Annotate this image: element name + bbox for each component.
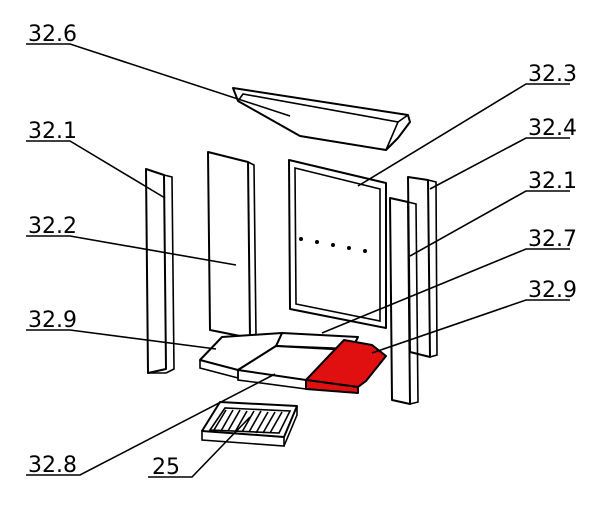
- label-32-9-right: 32.9: [528, 278, 577, 303]
- leader-32-2: [26, 235, 237, 266]
- label-32-1-right: 32.1: [528, 169, 577, 194]
- leader-32-8: [26, 373, 276, 476]
- leader-32-3: [357, 83, 570, 187]
- part-25-grate-tray[interactable]: [201, 401, 298, 447]
- label-32-2: 32.2: [28, 214, 77, 239]
- label-32-3: 32.3: [528, 62, 577, 87]
- label-32-9-left: 32.9: [28, 308, 77, 333]
- part-32-2-rear-left-brick[interactable]: [207, 151, 257, 339]
- part-32-3-back-wall-brick[interactable]: [288, 159, 387, 329]
- leader-25: [148, 416, 251, 478]
- label-32-8: 32.8: [28, 453, 77, 478]
- leader-32-6: [26, 43, 291, 117]
- label-32-6: 32.6: [28, 22, 77, 47]
- leader-32-9-right: [371, 299, 570, 354]
- leader-32-1-left: [26, 140, 166, 199]
- part-32-4-rear-right-brick[interactable]: [407, 176, 438, 358]
- part-labels: 32.6 32.3 32.1 32.4 32.1 32.2 32.7 32.9 …: [28, 22, 577, 480]
- label-32-1-left: 32.1: [28, 119, 77, 144]
- label-32-4: 32.4: [528, 116, 577, 141]
- leader-32-9-left: [26, 329, 217, 350]
- part-32-1-left-side-brick[interactable]: [145, 168, 175, 374]
- leader-lines: [26, 43, 570, 478]
- part-32-6-top-plate[interactable]: [232, 87, 411, 151]
- label-32-7: 32.7: [528, 227, 577, 252]
- leader-32-1-right: [409, 190, 570, 257]
- leader-32-7: [321, 248, 570, 334]
- leader-32-4: [429, 137, 570, 190]
- vent-hole-row: [299, 237, 367, 253]
- grate-bars: [213, 409, 283, 434]
- label-25: 25: [152, 455, 180, 480]
- part-32-9-right-floor-plate-highlighted[interactable]: [305, 339, 387, 394]
